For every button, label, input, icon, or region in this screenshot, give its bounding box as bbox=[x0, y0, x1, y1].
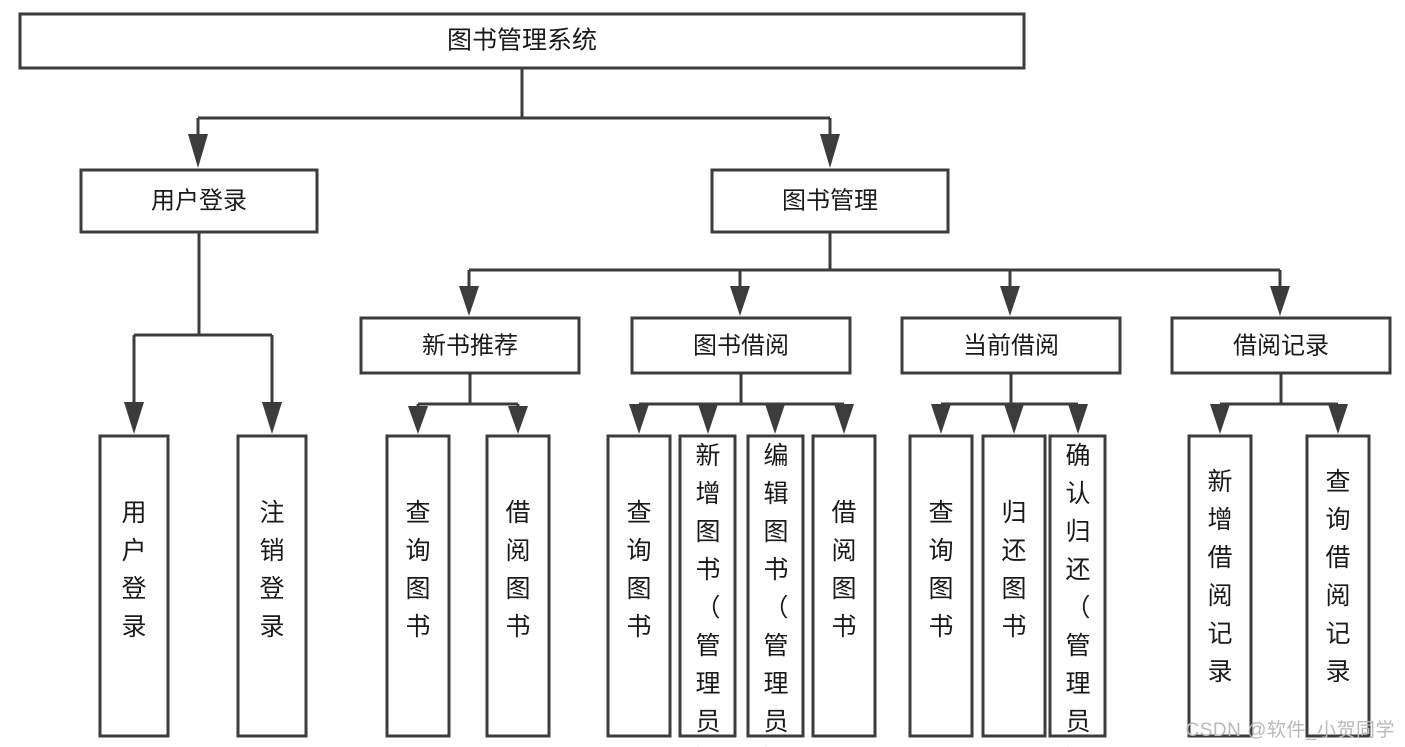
arrow-head-leaf-query-book-3 bbox=[931, 404, 951, 434]
leaf-return-book-label: 归还图书 bbox=[1001, 499, 1026, 641]
leaf-query-book-3-label: 查询图书 bbox=[928, 499, 953, 641]
connector-group-root bbox=[188, 68, 840, 168]
leaf-borrow-book-2-label: 借阅图书 bbox=[831, 499, 856, 641]
arrow-head-leaf-borrow-book-2 bbox=[834, 404, 854, 434]
leaf-confirm-return-box[interactable] bbox=[1048, 434, 1107, 738]
leaf-add-record-label: 新增借阅记录 bbox=[1207, 468, 1232, 686]
node-new-book-label: 新书推荐 bbox=[422, 332, 518, 359]
leaf-node-borrow-book-2[interactable]: 借阅图书 bbox=[811, 434, 877, 738]
node-user-login-box[interactable] bbox=[79, 168, 319, 234]
leaf-edit-book-label: 编辑图书（管理员） bbox=[763, 442, 788, 747]
node-borrow[interactable]: 图书借阅 bbox=[630, 316, 852, 375]
arrow-head-leaf-query-book-1 bbox=[408, 406, 428, 434]
node-book-manage-box[interactable] bbox=[710, 168, 950, 234]
node-root-box[interactable] bbox=[18, 12, 1026, 70]
arrow-head-current bbox=[1000, 286, 1020, 316]
leaf-node-query-book-3[interactable]: 查询图书 bbox=[908, 434, 974, 738]
node-user-login[interactable]: 用户登录 bbox=[79, 168, 319, 234]
leaf-user-login-label: 用户登录 bbox=[121, 499, 146, 641]
node-root-label: 图书管理系统 bbox=[447, 27, 597, 55]
arrow-head-leaf-add-record bbox=[1210, 404, 1230, 434]
leaf-query-book-1-label: 查询图书 bbox=[405, 499, 430, 641]
leaf-query-record-box[interactable] bbox=[1305, 434, 1371, 738]
node-book-manage[interactable]: 图书管理 bbox=[710, 168, 950, 234]
connector-group-new-book bbox=[408, 373, 528, 434]
leaf-borrow-book-2-box[interactable] bbox=[811, 434, 877, 738]
leaf-query-book-1-box[interactable] bbox=[385, 434, 451, 738]
leaf-node-query-book-2[interactable]: 查询图书 bbox=[606, 434, 672, 738]
connector-group-current bbox=[931, 373, 1088, 434]
arrow-head-record bbox=[1270, 286, 1290, 316]
node-record-label: 借阅记录 bbox=[1233, 332, 1329, 359]
node-new-book[interactable]: 新书推荐 bbox=[359, 316, 581, 375]
arrow-head-leaf-borrow-book-1 bbox=[508, 406, 528, 434]
leaf-node-return-book[interactable]: 归还图书 bbox=[981, 434, 1047, 738]
leaf-logout-box[interactable] bbox=[236, 434, 308, 738]
leaf-add-book-label: 新增图书（管理员） bbox=[695, 442, 720, 747]
leaf-add-record-box[interactable] bbox=[1187, 434, 1253, 738]
arrow-head-user-login bbox=[188, 134, 208, 168]
node-root[interactable]: 图书管理系统 bbox=[18, 12, 1026, 70]
leaf-borrow-book-1-label: 借阅图书 bbox=[505, 499, 530, 641]
node-current-box[interactable] bbox=[900, 316, 1122, 375]
connector-group-borrow bbox=[629, 373, 854, 434]
leaf-user-login-box[interactable] bbox=[98, 434, 170, 738]
leaf-node-query-book-1[interactable]: 查询图书 bbox=[385, 434, 451, 738]
node-new-book-box[interactable] bbox=[359, 316, 581, 375]
leaf-confirm-return-label: 确认归还（管理员） bbox=[1065, 442, 1090, 747]
leaf-query-record-label: 查询借阅记录 bbox=[1325, 468, 1350, 686]
leaf-borrow-book-1-box[interactable] bbox=[485, 434, 551, 738]
arrow-head-leaf-add-book bbox=[698, 404, 718, 434]
leaf-node-edit-book[interactable]: 编辑图书（管理员） bbox=[746, 434, 805, 747]
node-record[interactable]: 借阅记录 bbox=[1170, 316, 1392, 375]
arrow-head-new-book bbox=[459, 286, 479, 316]
node-borrow-label: 图书借阅 bbox=[693, 332, 789, 359]
arrow-head-leaf-query-book-2 bbox=[629, 404, 649, 434]
leaf-query-book-2-label: 查询图书 bbox=[626, 499, 651, 641]
leaf-node-query-record[interactable]: 查询借阅记录 bbox=[1305, 434, 1371, 738]
leaf-add-book-box[interactable] bbox=[678, 434, 737, 738]
arrow-head-leaf-logout bbox=[262, 402, 282, 434]
leaf-return-book-box[interactable] bbox=[981, 434, 1047, 738]
leaf-query-book-3-box[interactable] bbox=[908, 434, 974, 738]
connector-group-user-login bbox=[124, 232, 282, 434]
arrow-head-borrow bbox=[730, 286, 750, 316]
leaf-node-add-book[interactable]: 新增图书（管理员） bbox=[678, 434, 737, 747]
leaf-edit-book-box[interactable] bbox=[746, 434, 805, 738]
leaf-node-add-record[interactable]: 新增借阅记录 bbox=[1187, 434, 1253, 738]
node-current-label: 当前借阅 bbox=[963, 332, 1059, 359]
csdn-watermark: CSDN @软件_小贺同学 bbox=[1185, 720, 1395, 741]
node-user-login-label: 用户登录 bbox=[151, 187, 247, 214]
arrow-head-leaf-query-record bbox=[1328, 404, 1348, 434]
leaf-logout-label: 注销登录 bbox=[259, 499, 284, 641]
connector-group-book-manage bbox=[459, 232, 1290, 316]
arrow-head-leaf-confirm-return bbox=[1068, 404, 1088, 434]
node-borrow-box[interactable] bbox=[630, 316, 852, 375]
node-book-manage-label: 图书管理 bbox=[782, 187, 878, 214]
arrow-head-leaf-return-book bbox=[1004, 404, 1024, 434]
leaf-node-logout[interactable]: 注销登录 bbox=[236, 434, 308, 738]
arrow-head-book-manage bbox=[820, 134, 840, 168]
connector-group-record bbox=[1210, 373, 1348, 434]
arrow-head-leaf-user-login bbox=[124, 402, 144, 434]
leaf-node-user-login[interactable]: 用户登录 bbox=[98, 434, 170, 738]
leaf-query-book-2-box[interactable] bbox=[606, 434, 672, 738]
node-current[interactable]: 当前借阅 bbox=[900, 316, 1122, 375]
arrow-head-leaf-edit-book bbox=[765, 404, 785, 434]
leaf-node-borrow-book-1[interactable]: 借阅图书 bbox=[485, 434, 551, 738]
leaf-node-confirm-return[interactable]: 确认归还（管理员） bbox=[1048, 434, 1107, 747]
node-record-box[interactable] bbox=[1170, 316, 1392, 375]
